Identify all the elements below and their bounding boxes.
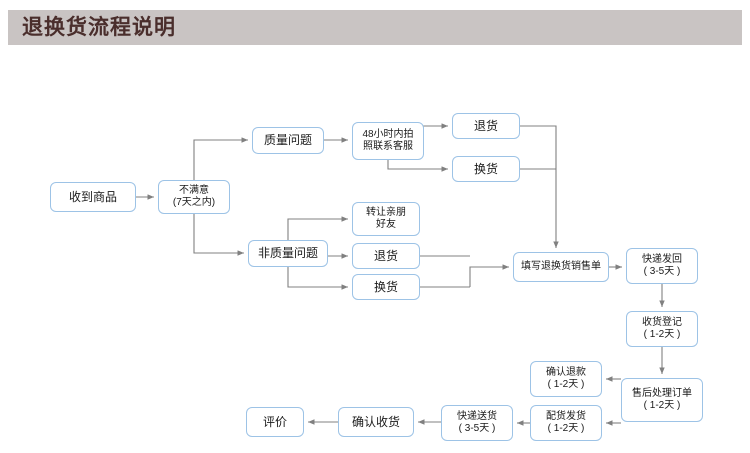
page-title: 退换货流程说明 xyxy=(22,16,176,39)
node-confirm-receipt[interactable]: 确认收货 xyxy=(338,407,414,437)
node-fill-return-form[interactable]: 填写退换货销售单 xyxy=(513,252,609,282)
node-receipt-registration[interactable]: 收货登记 ( 1-2天 ) xyxy=(626,311,698,347)
node-confirm-refund[interactable]: 确认退款 ( 1-2天 ) xyxy=(530,361,602,397)
node-exchange-quality[interactable]: 换货 xyxy=(452,156,520,182)
node-exchange-non-quality[interactable]: 换货 xyxy=(352,274,420,300)
node-dissatisfied[interactable]: 不满意 (7天之内) xyxy=(158,180,230,214)
node-non-quality-issue[interactable]: 非质量问题 xyxy=(248,240,328,267)
node-return-non-quality[interactable]: 退货 xyxy=(352,243,420,269)
node-return-quality[interactable]: 退货 xyxy=(452,113,520,139)
node-courier-send-back[interactable]: 快递发回 ( 3-5天 ) xyxy=(626,248,698,284)
node-review[interactable]: 评价 xyxy=(246,407,304,437)
node-quality-issue[interactable]: 质量问题 xyxy=(252,127,324,154)
node-pick-and-ship[interactable]: 配货发货 ( 1-2天 ) xyxy=(530,405,602,441)
node-aftersales-process-order[interactable]: 售后处理订单 ( 1-2天 ) xyxy=(621,378,703,422)
node-contact-service-48h[interactable]: 48小时内拍 照联系客服 xyxy=(352,122,424,160)
node-received-goods[interactable]: 收到商品 xyxy=(50,182,136,212)
header-bar xyxy=(8,10,742,45)
node-courier-delivery[interactable]: 快递送货 ( 3-5天 ) xyxy=(441,405,513,441)
node-transfer-to-friends[interactable]: 转让亲朋 好友 xyxy=(352,202,420,236)
